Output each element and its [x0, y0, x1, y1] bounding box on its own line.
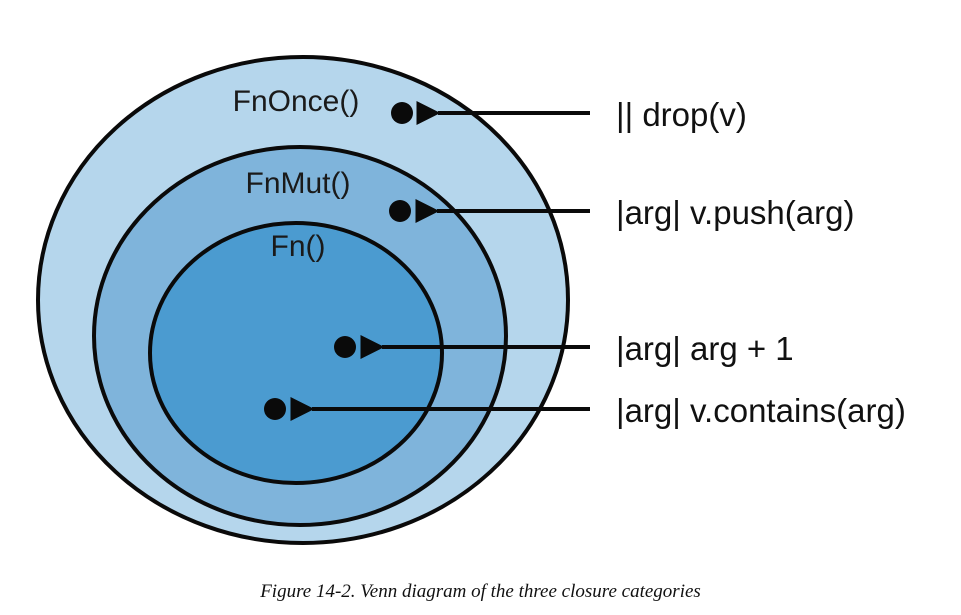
fn-set — [148, 221, 444, 485]
closure-label-contains: |arg| v.contains(arg) — [616, 392, 906, 429]
closure-dot-drop — [391, 102, 413, 124]
fnonce-label: FnOnce() — [233, 85, 360, 118]
closure-label-drop: || drop(v) — [616, 96, 747, 133]
closure-dot-contains — [264, 398, 286, 420]
fnmut-label: FnMut() — [246, 167, 351, 200]
closure-label-add: |arg| arg + 1 — [616, 330, 794, 367]
closure-dot-push — [389, 200, 411, 222]
venn-diagram: FnOnce() FnMut() Fn() || drop(v) |arg| v… — [36, 55, 906, 545]
fn-label: Fn() — [271, 230, 326, 263]
figure-caption: Figure 14-2. Venn diagram of the three c… — [260, 581, 701, 602]
closure-dot-add — [334, 336, 356, 358]
closure-label-push: |arg| v.push(arg) — [616, 194, 854, 231]
